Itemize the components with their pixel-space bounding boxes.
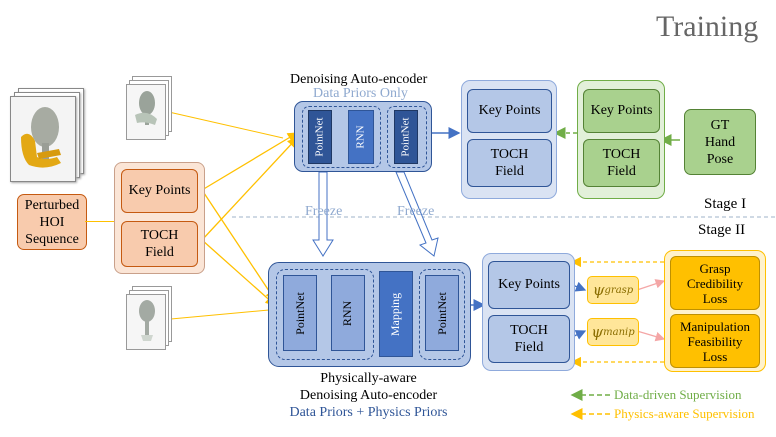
stage-1-label: Stage I	[704, 196, 747, 212]
pdae-title-line-1: Physically-aware	[320, 371, 417, 386]
dae-pointnet-encoder: PointNet	[308, 110, 332, 164]
dae-subtitle: Data Priors Only	[313, 86, 408, 101]
toch-line-2: Field	[607, 164, 636, 179]
gt-toch-field: TOCH Field	[583, 139, 660, 187]
manip-loss-line-3: Loss	[702, 348, 728, 364]
dae-rnn: RNN	[348, 110, 374, 164]
physically-aware-dae-block: PointNet RNN Mapping PointNet	[268, 262, 471, 367]
stage2-output-block: Key Points TOCH Field	[482, 253, 575, 371]
page-title: Training	[656, 10, 759, 43]
stage2-toch-field: TOCH Field	[488, 315, 570, 363]
pdae-encoder-group	[276, 269, 374, 360]
pdae-subtitle: Data Priors + Physics Priors	[289, 405, 448, 420]
stage1-key-points: Key Points	[467, 89, 552, 133]
grasp-loss-line-3: Loss	[702, 290, 728, 306]
mesh-thumbnail-top	[126, 76, 172, 140]
gt-hand-pose-box: GT Hand Pose	[684, 109, 756, 175]
legend-data-driven: Data-driven Supervision	[614, 387, 742, 402]
grasp-loss-line-1: Grasp	[699, 260, 731, 276]
stage-2-label: Stage II	[698, 222, 746, 238]
grasp-loss-line-2: Credibility	[686, 275, 744, 291]
toch-line-1: TOCH	[602, 147, 641, 162]
freeze-arrow-left	[312, 171, 334, 257]
input-toch-field: TOCH Field	[121, 221, 198, 267]
freeze-label-left: Freeze	[305, 204, 343, 219]
gt-line-3: Pose	[706, 151, 734, 167]
stage1-toch-field: TOCH Field	[467, 139, 552, 187]
perturbed-line-1: Perturbed	[24, 197, 80, 213]
mesh-thumbnail-bottom	[126, 286, 172, 350]
stage2-key-points: Key Points	[488, 261, 570, 309]
manip-loss-line-1: Manipulation	[679, 318, 751, 334]
pdae-pointnet-decoder: PointNet	[425, 275, 459, 351]
toch-line-1: TOCH	[140, 228, 179, 243]
gt-line-1: GT	[710, 117, 730, 133]
input-key-points: Key Points	[121, 169, 198, 213]
toch-line-2: Field	[495, 164, 524, 179]
dae-title: Denoising Auto-encoder	[290, 72, 428, 87]
manip-loss-line-2: Feasibility	[687, 333, 743, 349]
gt-key-points: Key Points	[583, 89, 660, 133]
legend-physics-aware: Physics-aware Supervision	[614, 406, 755, 421]
hand-object-mesh-icon	[21, 107, 61, 168]
pdae-pointnet-encoder: PointNet	[283, 275, 317, 351]
dae-decoder-group	[387, 106, 427, 168]
dae-pointnet-decoder: PointNet	[394, 110, 418, 164]
perturbed-to-input-line	[85, 221, 115, 222]
gt-features-block: Key Points TOCH Field	[577, 80, 665, 199]
stage1-output-block: Key Points TOCH Field	[461, 80, 557, 199]
pdae-caption: Physically-aware Denoising Auto-encoder …	[268, 370, 469, 421]
toch-line-2: Field	[514, 340, 544, 355]
gt-line-2: Hand	[704, 134, 736, 150]
hoi-image-stack	[10, 88, 84, 182]
grasp-credibility-loss: Grasp Credibility Loss	[670, 256, 760, 310]
perturbed-line-2: HOI	[39, 214, 65, 230]
pdae-mapping: Mapping	[379, 271, 413, 357]
input-features-block: Key Points TOCH Field	[114, 162, 205, 274]
manipulation-feasibility-loss: Manipulation Feasibility Loss	[670, 314, 760, 368]
losses-block: Grasp Credibility Loss Manipulation Feas…	[664, 250, 766, 372]
perturbed-line-3: Sequence	[25, 231, 79, 247]
freeze-label-right: Freeze	[397, 204, 435, 219]
pdae-title-line-2: Denoising Auto-encoder	[299, 388, 438, 403]
freeze-arrow-right	[395, 171, 439, 257]
toch-line-1: TOCH	[510, 323, 548, 338]
dae-block: PointNet RNN PointNet	[294, 101, 432, 172]
toch-line-2: Field	[145, 245, 174, 260]
object-mesh-icon	[135, 91, 157, 125]
pdae-decoder-group	[419, 269, 465, 360]
perturbed-hoi-sequence-box: Perturbed HOI Sequence	[17, 194, 87, 250]
dae-encoder-group	[302, 106, 381, 168]
pdae-rnn: RNN	[331, 275, 365, 351]
toch-line-1: TOCH	[490, 147, 529, 162]
object-mesh-icon	[139, 300, 155, 341]
